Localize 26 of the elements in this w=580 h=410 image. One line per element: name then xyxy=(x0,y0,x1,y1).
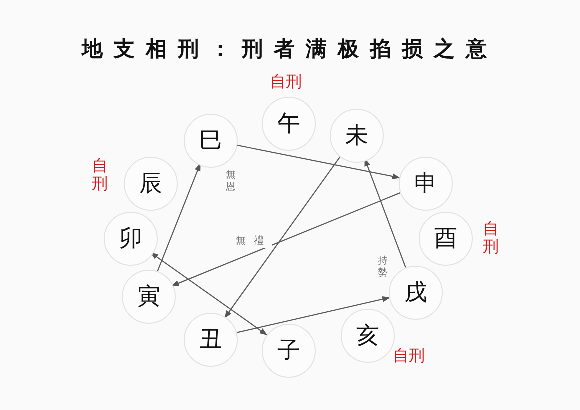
annotation: 無恩 xyxy=(226,170,237,193)
annotation: 持勢 xyxy=(378,256,389,279)
branch-circle: 亥 xyxy=(341,309,395,363)
branch-circle: 巳 xyxy=(184,114,238,168)
title: 地支相刑：刑者满极掐损之意 xyxy=(80,35,499,63)
branch-circle: 丑 xyxy=(184,313,238,367)
branch-circle: 寅 xyxy=(122,270,176,324)
self-punishment-note: 自刑 xyxy=(270,73,302,91)
branch-circle: 午 xyxy=(262,97,316,151)
self-punishment-note: 自刑 xyxy=(483,220,500,256)
arrow xyxy=(150,252,268,336)
branch-circle: 酉 xyxy=(419,212,473,266)
branch-circle: 申 xyxy=(399,157,453,211)
arrow xyxy=(157,163,201,272)
branch-circle: 未 xyxy=(330,109,384,163)
arrow xyxy=(171,192,402,287)
branch-circle: 戌 xyxy=(389,266,443,320)
branch-circle: 卯 xyxy=(104,212,158,266)
arrow xyxy=(224,156,342,319)
branch-circle: 辰 xyxy=(124,157,178,211)
branch-circle: 子 xyxy=(262,324,316,378)
arrow xyxy=(235,296,391,334)
self-punishment-note: 自刑 xyxy=(393,347,425,365)
arrow xyxy=(235,144,400,180)
self-punishment-note: 自刑 xyxy=(92,157,109,192)
annotation: 無禮 xyxy=(236,236,272,248)
